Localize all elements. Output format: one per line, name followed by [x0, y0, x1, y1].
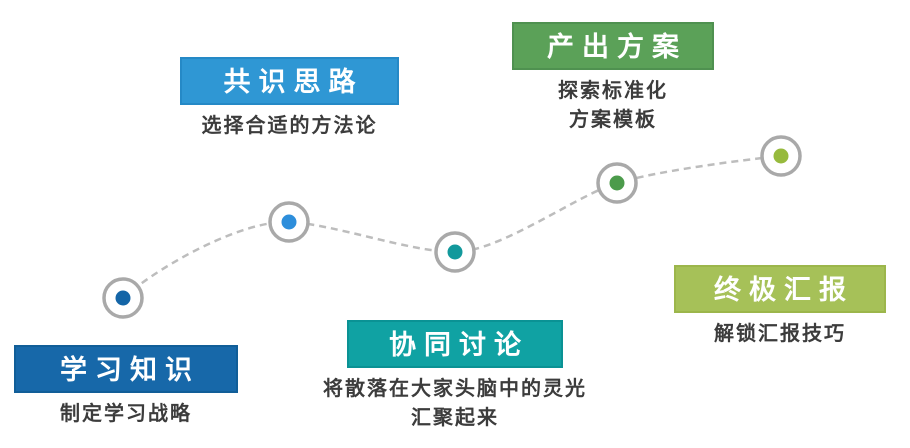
milestone-discuss-box: 协同讨论	[347, 320, 563, 368]
milestone-consensus-desc: 选择合适的方法论	[201, 115, 378, 137]
milestone-discuss: 协同讨论 将散落在大家头脑中的灵光 汇聚起来	[323, 320, 585, 433]
milestone-discuss-desc: 将散落在大家头脑中的灵光 汇聚起来	[323, 378, 587, 429]
milestone-learn: 学习知识 制定学习战略	[14, 345, 238, 429]
milestone-report-box: 终极汇报	[674, 265, 886, 313]
node-dot-4	[609, 175, 625, 191]
milestone-consensus-box: 共识思路	[180, 57, 399, 105]
milestone-output: 产出方案 探索标准化 方案模板	[512, 22, 714, 135]
node-dot-1	[115, 290, 131, 306]
node-dot-2	[281, 214, 297, 230]
milestone-report: 终极汇报 解锁汇报技巧	[674, 265, 886, 349]
milestone-output-desc: 探索标准化 方案模板	[558, 80, 668, 131]
milestone-output-box: 产出方案	[512, 22, 714, 70]
milestone-learn-box: 学习知识	[14, 345, 238, 393]
node-dot-5	[773, 148, 789, 164]
milestone-report-desc: 解锁汇报技巧	[714, 323, 846, 345]
milestone-learn-desc: 制定学习战略	[60, 403, 192, 425]
node-dot-3	[447, 244, 463, 260]
milestone-consensus: 共识思路 选择合适的方法论	[180, 57, 399, 141]
